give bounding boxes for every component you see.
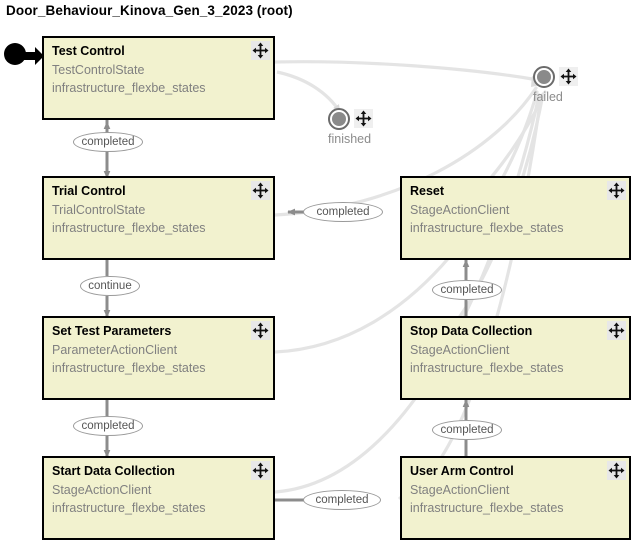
state-name: Set Test Parameters — [52, 324, 172, 338]
state-box-stop-data-collection[interactable]: Stop Data Collection StageActionClient i… — [400, 316, 631, 400]
move-handle-icon[interactable] — [251, 181, 270, 200]
state-class: StageActionClient — [410, 483, 510, 497]
state-package: infrastructure_flexbe_states — [52, 221, 206, 235]
page-title: Door_Behaviour_Kinova_Gen_3_2023 (root) — [6, 3, 293, 18]
state-class: TrialControlState — [52, 203, 146, 217]
move-handle-icon[interactable] — [607, 181, 626, 200]
state-name: Reset — [410, 184, 445, 198]
outcome-dot-icon — [537, 70, 551, 84]
state-box-test-control[interactable]: Test Control TestControlState infrastruc… — [42, 36, 275, 120]
move-handle-icon[interactable] — [251, 321, 270, 340]
state-package: infrastructure_flexbe_states — [410, 501, 564, 515]
state-package: infrastructure_flexbe_states — [52, 361, 206, 375]
move-handle-icon[interactable] — [354, 109, 373, 128]
transition-label-set-test-parameters-completed[interactable]: completed — [73, 416, 143, 436]
state-box-start-data-collection[interactable]: Start Data Collection StageActionClient … — [42, 456, 275, 540]
finished-transition-curve — [276, 70, 342, 113]
transition-label-reset-completed[interactable]: completed — [303, 202, 383, 222]
state-name: Start Data Collection — [52, 464, 175, 478]
state-class: StageActionClient — [52, 483, 152, 497]
transition-label-start-data-collection-completed[interactable]: completed — [303, 490, 381, 510]
state-package: infrastructure_flexbe_states — [52, 81, 206, 95]
state-name: User Arm Control — [410, 464, 514, 478]
transition-label-trial-control-continue[interactable]: continue — [80, 276, 140, 296]
outcome-label: finished — [328, 132, 372, 146]
state-class: StageActionClient — [410, 203, 510, 217]
state-box-set-test-parameters[interactable]: Set Test Parameters ParameterActionClien… — [42, 316, 275, 400]
state-name: Test Control — [52, 44, 125, 58]
state-class: TestControlState — [52, 63, 145, 77]
state-name: Trial Control — [52, 184, 126, 198]
state-name: Stop Data Collection — [410, 324, 533, 338]
transition-label-stop-data-collection-completed[interactable]: completed — [432, 280, 502, 300]
move-handle-icon[interactable] — [607, 321, 626, 340]
state-package: infrastructure_flexbe_states — [52, 501, 206, 515]
state-class: ParameterActionClient — [52, 343, 178, 357]
transition-label-test-control-completed[interactable]: completed — [73, 132, 143, 152]
transition-label-user-arm-control-completed[interactable]: completed — [432, 420, 502, 440]
start-node — [2, 40, 46, 77]
state-class: StageActionClient — [410, 343, 510, 357]
move-handle-icon[interactable] — [559, 67, 578, 86]
outcome-dot-icon — [332, 112, 346, 126]
state-package: infrastructure_flexbe_states — [410, 221, 564, 235]
outcome-label: failed — [533, 90, 563, 104]
move-handle-icon[interactable] — [251, 461, 270, 480]
state-package: infrastructure_flexbe_states — [410, 361, 564, 375]
state-box-reset[interactable]: Reset StageActionClient infrastructure_f… — [400, 176, 631, 260]
start-node-icon — [4, 43, 44, 65]
failed-transition-curves — [273, 60, 547, 500]
move-handle-icon[interactable] — [607, 461, 626, 480]
state-box-trial-control[interactable]: Trial Control TrialControlState infrastr… — [42, 176, 275, 260]
state-box-user-arm-control[interactable]: User Arm Control StageActionClient infra… — [400, 456, 631, 540]
move-handle-icon[interactable] — [251, 41, 270, 60]
